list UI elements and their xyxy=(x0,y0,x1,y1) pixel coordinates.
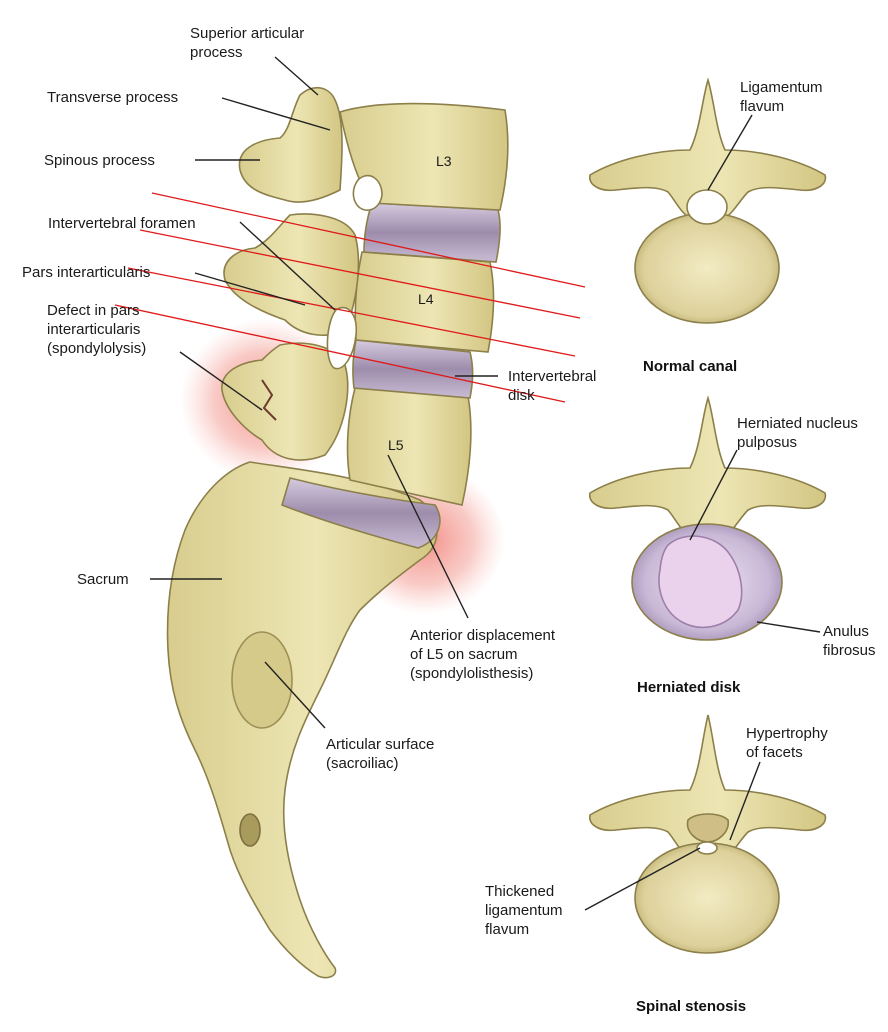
caption-spinal-stenosis: Spinal stenosis xyxy=(636,998,746,1015)
sacral-foramen xyxy=(240,814,260,846)
label-spinous-process: Spinous process xyxy=(44,151,155,170)
caption-herniated-disk: Herniated disk xyxy=(637,679,740,696)
normal-vertebral-body xyxy=(635,213,779,323)
label-intervertebral-foramen: Intervertebral foramen xyxy=(48,214,196,233)
label-articular-surface: Articular surface (sacroiliac) xyxy=(326,735,434,773)
l4-foramen xyxy=(327,308,356,369)
stenosis-vertebral-body xyxy=(635,843,779,953)
label-hypertrophy-facets: Hypertrophy of facets xyxy=(746,724,828,762)
label-thickened-ligamentum: Thickened ligamentum flavum xyxy=(485,882,563,939)
label-transverse-process: Transverse process xyxy=(47,88,178,107)
label-l4: L4 xyxy=(418,290,434,309)
posterior-elements-l3 xyxy=(239,88,342,202)
label-anulus-fibrosus: Anulus fibrosus xyxy=(823,622,876,660)
label-ligamentum-flavum: Ligamentum flavum xyxy=(740,78,823,116)
leader-anulus xyxy=(757,622,820,632)
sacroiliac-surface xyxy=(232,632,292,728)
label-superior-articular-process: Superior articular process xyxy=(190,24,304,62)
label-l5: L5 xyxy=(388,436,404,455)
label-pars-interarticularis: Pars interarticularis xyxy=(22,263,150,282)
l3-foramen xyxy=(353,176,382,211)
label-herniated-nucleus: Herniated nucleus pulposus xyxy=(737,414,858,452)
label-l3: L3 xyxy=(436,152,452,171)
label-defect-in-pars: Defect in pars interarticularis (spondyl… xyxy=(47,301,146,358)
label-intervertebral-disk: Intervertebral disk xyxy=(508,367,596,405)
normal-canal-space xyxy=(687,190,727,224)
axial-normal-canal xyxy=(590,80,826,323)
label-anterior-displacement: Anterior displacement of L5 on sacrum (s… xyxy=(410,626,555,683)
label-sacrum: Sacrum xyxy=(77,570,129,589)
caption-normal-canal: Normal canal xyxy=(643,358,737,375)
leader-superior-articular xyxy=(275,57,318,95)
